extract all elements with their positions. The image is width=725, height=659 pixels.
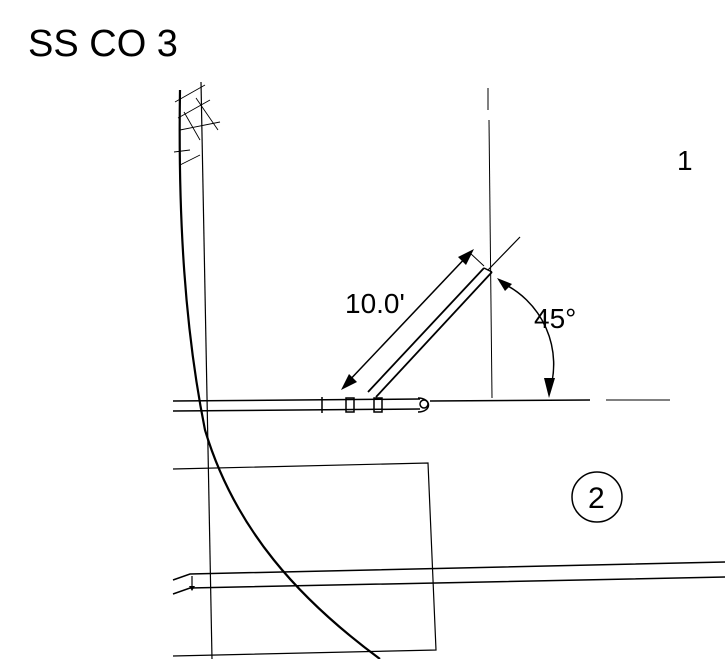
drawing-title: SS CO 3: [28, 23, 178, 65]
reference-line-vertical-2: [488, 119, 493, 399]
angle-arrow-bottom: [544, 378, 555, 398]
pipe-upper-bottom: [172, 408, 421, 412]
dimension-arrow-bottom: [341, 374, 357, 390]
fitting-2: [373, 397, 383, 413]
angle-arrow-top: [497, 278, 512, 291]
pipe-lower-top: [172, 561, 725, 581]
pipe-lower-bottom: [172, 576, 725, 595]
pipe-upper-top: [172, 398, 421, 402]
callout-circle: [571, 471, 623, 523]
fitting-1: [345, 397, 355, 413]
riser-line-b: [375, 271, 493, 398]
reference-line-horizontal: [429, 399, 591, 402]
property-line-vertical: [200, 81, 213, 659]
tree-symbol: [173, 84, 221, 166]
callout-number-label: 2: [588, 482, 605, 515]
cleanout-symbol: [419, 399, 429, 409]
riser-extension: [487, 236, 521, 271]
curve-line: [178, 89, 381, 659]
dimension-extension: [469, 252, 485, 267]
dimension-angle-label: 45°: [534, 303, 576, 334]
angle-arc: [499, 281, 555, 394]
lot-number-label: 1: [677, 145, 693, 176]
pad-outline: [172, 462, 437, 657]
dimension-line: [344, 252, 471, 386]
flow-arrow: [189, 586, 195, 591]
dimension-length-label: 10.0': [345, 288, 405, 319]
riser-line-a: [367, 267, 485, 393]
dimension-arrow-top: [458, 249, 474, 265]
linework: [172, 81, 725, 659]
